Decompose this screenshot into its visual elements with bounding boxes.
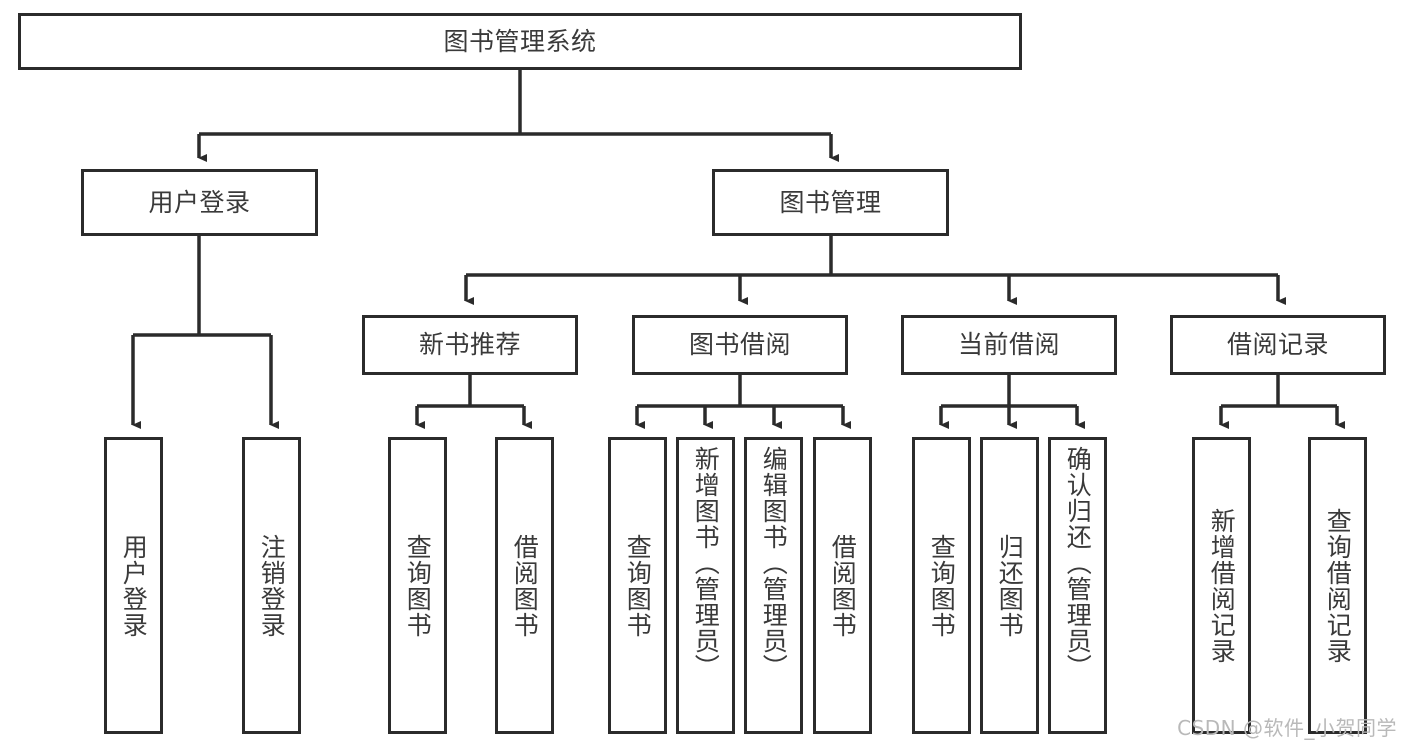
leaf-user-login-do-login[interactable]: 用户登录 <box>104 437 163 734</box>
node-borrow-record[interactable]: 借阅记录 <box>1170 315 1386 375</box>
leaf-book-borrow-query-book[interactable]: 查询图书 <box>608 437 667 734</box>
leaf-current-borrow-confirm-return-admin[interactable]: 确认归还（管理员） <box>1048 437 1107 734</box>
leaf-user-login-logout[interactable]: 注销登录 <box>242 437 301 734</box>
node-user-login[interactable]: 用户登录 <box>81 169 318 236</box>
node-label: 查询图书 <box>623 533 653 638</box>
node-label: 借阅图书 <box>510 533 540 638</box>
node-label: 用户登录 <box>119 533 149 638</box>
node-root-book-management-system[interactable]: 图书管理系统 <box>18 13 1022 70</box>
node-label: 新书推荐 <box>418 330 521 360</box>
leaf-current-borrow-return-book[interactable]: 归还图书 <box>980 437 1039 734</box>
node-label: 新增借阅记录 <box>1207 507 1237 664</box>
node-label: 当前借阅 <box>957 330 1060 360</box>
watermark-text: CSDN @软件_小贺同学 <box>1177 716 1397 740</box>
node-label: 借阅图书 <box>828 533 858 638</box>
leaf-current-borrow-query-book[interactable]: 查询图书 <box>912 437 971 734</box>
node-book-management[interactable]: 图书管理 <box>712 169 949 236</box>
node-label: 图书管理 <box>779 187 882 217</box>
leaf-new-book-query-book[interactable]: 查询图书 <box>388 437 447 734</box>
leaf-borrow-record-add-record[interactable]: 新增借阅记录 <box>1192 437 1251 734</box>
leaf-borrow-record-query-record[interactable]: 查询借阅记录 <box>1308 437 1367 734</box>
node-label: 查询借阅记录 <box>1323 507 1353 664</box>
node-label: 图书借阅 <box>688 330 791 360</box>
node-label: 借阅记录 <box>1226 330 1329 360</box>
node-current-borrow[interactable]: 当前借阅 <box>901 315 1117 375</box>
node-label: 图书管理系统 <box>443 26 597 56</box>
node-new-book-recommend[interactable]: 新书推荐 <box>362 315 578 375</box>
node-label: 用户登录 <box>148 187 251 217</box>
node-label: 新增图书（管理员） <box>691 446 721 680</box>
node-label: 确认归还（管理员） <box>1063 446 1093 680</box>
leaf-book-borrow-edit-book-admin[interactable]: 编辑图书（管理员） <box>744 437 803 734</box>
leaf-new-book-borrow-book[interactable]: 借阅图书 <box>495 437 554 734</box>
leaf-book-borrow-add-book-admin[interactable]: 新增图书（管理员） <box>676 437 735 734</box>
node-label: 注销登录 <box>257 533 287 638</box>
node-label: 归还图书 <box>995 533 1025 638</box>
node-label: 查询图书 <box>403 533 433 638</box>
leaf-book-borrow-borrow-book[interactable]: 借阅图书 <box>813 437 872 734</box>
node-label: 查询图书 <box>927 533 957 638</box>
node-book-borrow[interactable]: 图书借阅 <box>632 315 848 375</box>
node-label: 编辑图书（管理员） <box>759 446 789 680</box>
